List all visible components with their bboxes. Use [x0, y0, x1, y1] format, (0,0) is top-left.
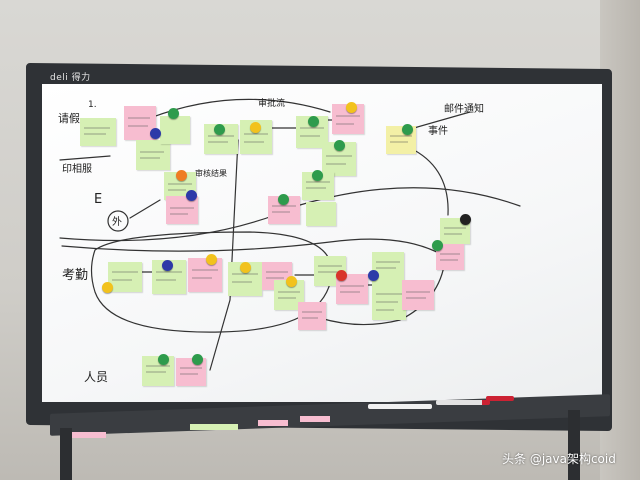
sticky-note [188, 258, 222, 292]
label-e: E [94, 192, 103, 207]
tray-sticky-note-pink [300, 416, 330, 422]
magnet-yellow [346, 102, 357, 113]
label-leave: 请假 [58, 112, 80, 125]
left-underline [59, 155, 111, 161]
sticky-note [402, 280, 434, 310]
magnet-black [460, 214, 471, 225]
tray-sticky-note-pink [70, 432, 106, 438]
vertical-flow-line [209, 139, 239, 371]
magnet-yellow [286, 276, 297, 287]
label-event: 事件 [428, 126, 448, 137]
magnet-red [336, 270, 347, 281]
sticky-note [372, 282, 406, 320]
label-print: 印相服 [62, 164, 92, 175]
email-line [413, 111, 471, 129]
magnet-green [402, 124, 413, 135]
watermark: 头条 @java架构coid [502, 452, 616, 466]
right-arrow-down [319, 259, 446, 326]
label-personnel: 人员 [84, 370, 109, 384]
magnet-blue [162, 260, 173, 271]
magnet-yellow [250, 122, 261, 133]
magnet-green [192, 354, 203, 365]
magnet-blue [368, 270, 379, 281]
sticky-note [80, 118, 116, 146]
wave-line-lower [61, 238, 461, 269]
magnet-green [312, 170, 323, 181]
sticky-note [298, 302, 326, 330]
marker-pen-white [368, 404, 432, 409]
sticky-note [306, 202, 336, 226]
right-flow-line [413, 149, 449, 216]
marker-pen-red [436, 400, 490, 405]
magnet-green [334, 140, 345, 151]
sticky-note [160, 116, 190, 144]
label-attendance: 考勤 [62, 268, 89, 283]
magnet-green [168, 108, 179, 119]
magnet-green [158, 354, 169, 365]
label-email-notice: 邮件通知 [444, 104, 484, 115]
magnet-green [432, 240, 443, 251]
label-number-one: 1. [88, 100, 97, 110]
stand-leg-left [60, 428, 72, 480]
magnet-orange [176, 170, 187, 181]
sticky-note [136, 140, 170, 170]
label-approval-flow: 审批流 [258, 99, 286, 109]
tray-sticky-note-green [190, 424, 238, 430]
label-outside: 外 [112, 217, 122, 228]
sticky-note [108, 262, 142, 292]
tray-sticky-note-pink [258, 420, 288, 426]
magnet-green [214, 124, 225, 135]
stand-leg-right [568, 410, 580, 480]
arrow-e [129, 199, 161, 219]
magnet-yellow [102, 282, 113, 293]
outside-circle [107, 210, 129, 232]
magnet-blue [186, 190, 197, 201]
marker-pen-cap [486, 396, 514, 401]
magnet-blue [150, 128, 161, 139]
label-review-result: 审核结果 [195, 169, 227, 178]
magnet-yellow [240, 262, 251, 273]
magnet-green [308, 116, 319, 127]
magnet-green [278, 194, 289, 205]
magnet-yellow [206, 254, 217, 265]
wave-line-upper [59, 187, 521, 242]
board-brand-label: deli 得力 [50, 73, 91, 83]
